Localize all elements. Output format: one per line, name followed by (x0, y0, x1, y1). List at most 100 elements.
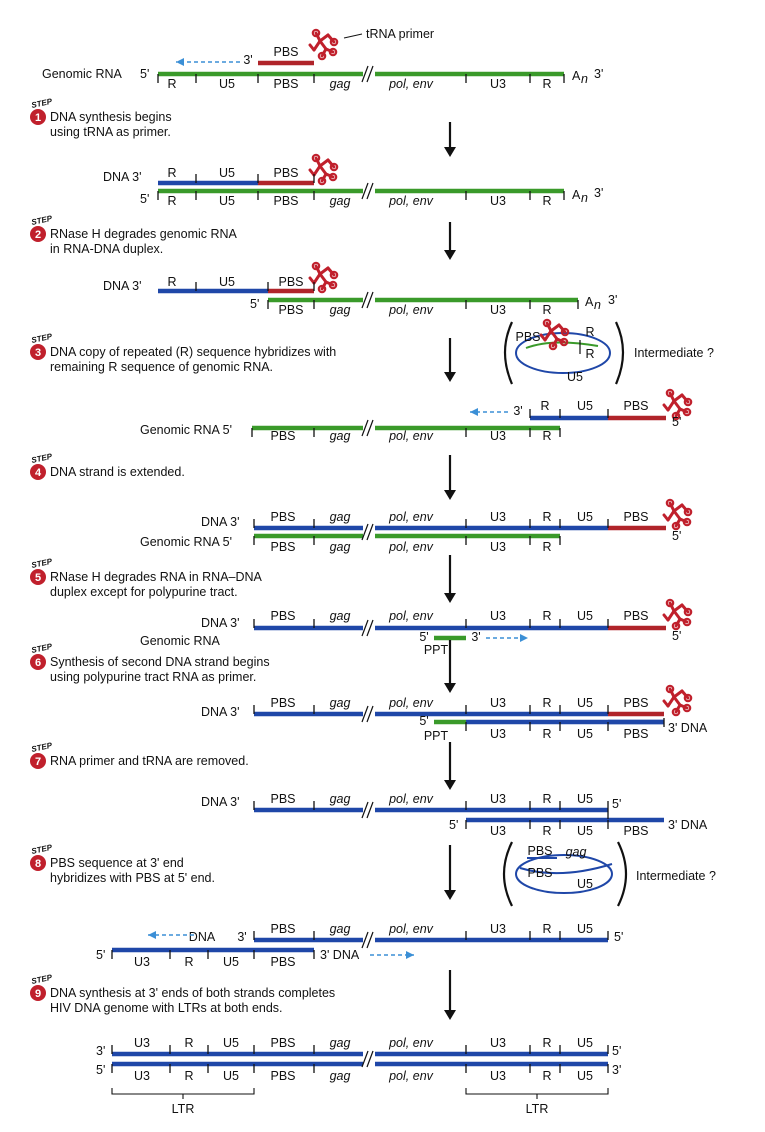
dna-three-label: DNA 3' (201, 705, 240, 719)
strand-break (361, 523, 375, 541)
seg-r: R (540, 399, 549, 413)
step-text-line: remaining R sequence of genomic RNA. (50, 360, 273, 374)
five-prime-label: 5' (449, 818, 458, 832)
flow-arrow-9 (444, 970, 456, 1020)
trna-loop (665, 598, 675, 608)
break-slash (361, 182, 369, 200)
break-slash (361, 291, 369, 309)
seg-gag: gag (330, 922, 351, 936)
step-text-line: RNase H degrades genomic RNA (50, 227, 238, 241)
seg-r: R (184, 1069, 193, 1083)
break-slash (361, 619, 369, 637)
dna-three-label: DNA 3' (201, 616, 240, 630)
seg-gag: gag (330, 696, 351, 710)
seg-gag: gag (330, 77, 351, 91)
seg-u3: U3 (490, 609, 506, 623)
trna-icon (539, 318, 570, 351)
trna-arm (666, 609, 676, 622)
trna-icon (662, 388, 693, 421)
trna-arm (318, 272, 328, 284)
ltr-label: LTR (526, 1102, 549, 1116)
trna-arm (318, 33, 330, 43)
three-end-label: 3' (594, 67, 603, 81)
left-paren (502, 841, 513, 907)
step-badge (30, 654, 46, 670)
seg-r: R (167, 77, 176, 91)
seg-polenv: pol, env (388, 510, 434, 524)
step-text-line: DNA synthesis at 3' ends of both strands… (50, 986, 335, 1000)
trna-loop (682, 617, 692, 627)
poly-a-sub: n (581, 72, 588, 86)
trna-arm (672, 399, 682, 411)
seg-u3: U3 (490, 1036, 506, 1050)
seg-r: R (542, 1069, 551, 1083)
seg-u5: U5 (577, 510, 593, 524)
step-badge (30, 344, 46, 360)
three-prime-label: 3' (471, 630, 480, 644)
step-number: 2 (35, 229, 41, 241)
five-prime-label: 5' (419, 714, 428, 728)
seg-pbs: PBS (270, 429, 295, 443)
break-slash (366, 705, 374, 723)
ltr-bracket: LTR (111, 1088, 255, 1116)
seg-u5: U5 (219, 275, 235, 289)
seg-u5: U5 (219, 194, 235, 208)
trna-loop (328, 280, 338, 290)
dna-synthesis-arrow (470, 408, 508, 416)
seg-pbs: PBS (270, 922, 295, 936)
step-number: 3 (35, 347, 41, 359)
strand-break (361, 619, 375, 637)
step-text-line: DNA synthesis begins (50, 110, 172, 124)
trna-loop (682, 407, 692, 417)
step-word: STEP (31, 97, 54, 110)
seg-pbs: PBS (270, 510, 295, 524)
trna-arm (318, 158, 330, 168)
trna-arm (318, 39, 328, 51)
seg-polenv: pol, env (388, 303, 434, 317)
seg-r: R (542, 727, 551, 741)
trna-arm (680, 689, 690, 700)
seg-polenv: pol, env (388, 540, 434, 554)
seg-pbs: PBS (273, 77, 298, 91)
seg-pbs: PBS (623, 696, 648, 710)
seg-r: R (585, 347, 594, 361)
dna-synthesis-arrow (176, 58, 240, 66)
strand-break (361, 65, 375, 83)
three-end-label: 3' (608, 293, 617, 307)
seg-gag: gag (330, 540, 351, 554)
seg-r: R (542, 696, 551, 710)
seg-pbs: PBS (527, 866, 552, 880)
seg-u5: U5 (577, 696, 593, 710)
seg-u5: U5 (577, 877, 593, 891)
trna-loop (328, 172, 338, 182)
trna-leader-line (343, 33, 363, 39)
seg-u5: U5 (577, 727, 593, 741)
seg-u5: U5 (577, 1069, 593, 1083)
trna-arm (662, 613, 670, 622)
seg-polenv: pol, env (388, 429, 434, 443)
five-prime-label: 5' (614, 930, 623, 944)
dna-three-label: DNA 3' (103, 279, 142, 293)
flow-arrow-head (444, 780, 456, 790)
trna-loop (311, 153, 321, 163)
genomic-rna-five-label: Genomic RNA 5' (140, 423, 232, 437)
flow-arrow-head (444, 1010, 456, 1020)
dashed-arrow-head (148, 931, 156, 939)
trna-loop (665, 388, 675, 398)
trna-arm (318, 266, 330, 276)
step-text-line: PBS sequence at 3' end (50, 856, 184, 870)
flow-arrow-head (444, 147, 456, 157)
three-prime-label: 3' (237, 930, 246, 944)
right-paren (617, 841, 628, 907)
trna-loop (542, 318, 552, 328)
seg-r: R (542, 194, 551, 208)
flow-arrow-head (444, 250, 456, 260)
break-slash (366, 182, 374, 200)
dna-synthesis-arrow (148, 931, 194, 939)
seg-r: R (542, 303, 551, 317)
poly-a-sub: n (594, 298, 601, 312)
dna-three-label: DNA 3' (201, 795, 240, 809)
seg-u5: U5 (219, 77, 235, 91)
